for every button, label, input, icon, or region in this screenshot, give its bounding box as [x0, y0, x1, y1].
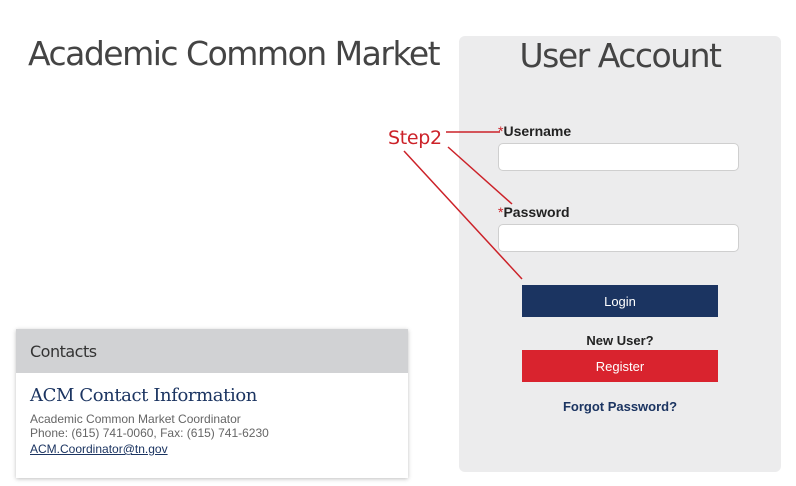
contact-heading: ACM Contact Information	[30, 385, 257, 406]
contacts-card: Contacts ACM Contact Information Academi…	[16, 329, 408, 478]
contact-role: Academic Common Market Coordinator	[30, 412, 241, 426]
username-required-mark: *	[498, 123, 504, 139]
contacts-header: Contacts	[16, 329, 408, 373]
page-title: Academic Common Market	[28, 34, 441, 73]
contact-email-link[interactable]: ACM.Coordinator@tn.gov	[30, 442, 168, 456]
password-label-text: Password	[503, 204, 570, 220]
username-label-text: Username	[503, 123, 572, 139]
username-label: *Username	[498, 123, 571, 139]
password-label: *Password	[498, 204, 570, 220]
user-account-panel: User Account *Username *Password Login N…	[459, 36, 781, 472]
login-button[interactable]: Login	[522, 285, 718, 317]
register-button[interactable]: Register	[522, 350, 718, 382]
step-annotation-label: Step2	[388, 127, 442, 149]
forgot-password-link[interactable]: Forgot Password?	[562, 399, 678, 414]
username-input[interactable]	[498, 143, 739, 171]
contact-phone: Phone: (615) 741-0060, Fax: (615) 741-62…	[30, 426, 269, 440]
user-account-title: User Account	[519, 36, 722, 75]
new-user-text: New User?	[586, 333, 654, 348]
contacts-body: ACM Contact Information Academic Common …	[16, 373, 408, 458]
password-input[interactable]	[498, 224, 739, 252]
